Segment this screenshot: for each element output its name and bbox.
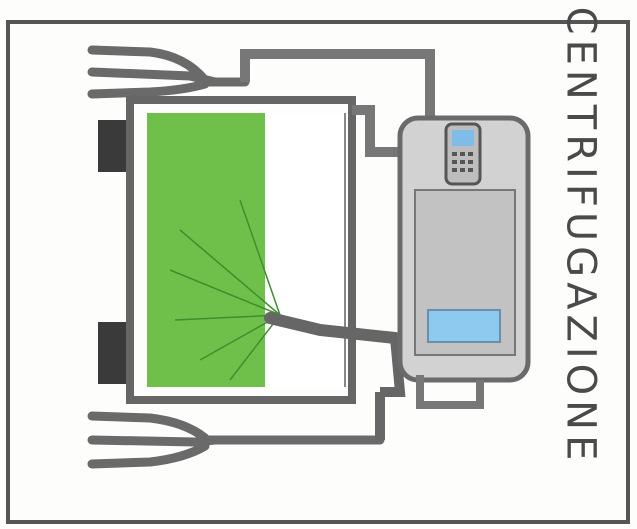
title-container: CENTRIFUGAZIONE [540,26,620,446]
bottom-clamp [98,322,130,384]
phone-device-icon [446,124,480,184]
bottom-wires-icon [92,416,380,464]
top-clamp [98,120,130,172]
blue-panel [428,310,500,342]
page-title: CENTRIFUGAZIONE [557,7,603,466]
green-sample [147,113,265,387]
top-pipe [245,54,430,120]
white-section [265,113,345,387]
top-wires-icon [92,50,245,94]
